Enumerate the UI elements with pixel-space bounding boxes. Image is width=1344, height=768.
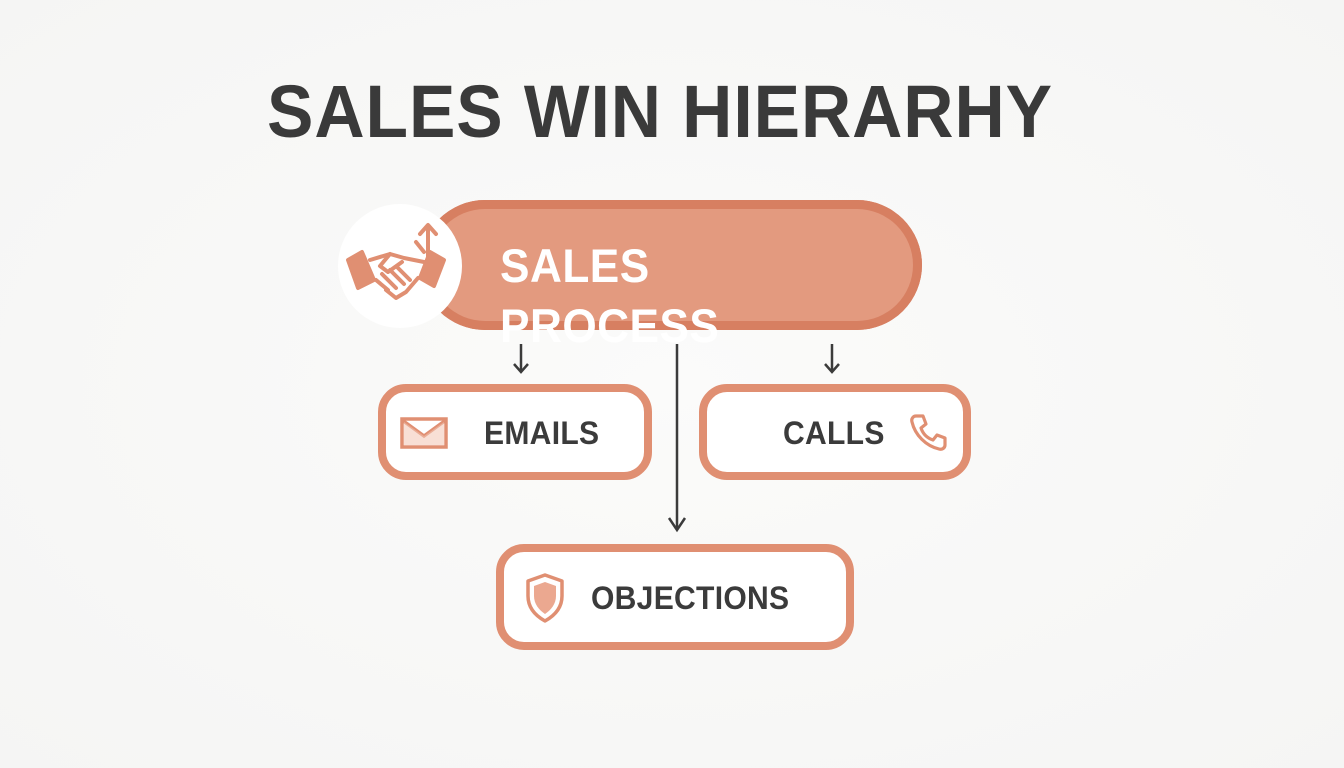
root-node-label: SALES PROCESS [500, 239, 720, 352]
phone-icon [910, 414, 947, 451]
shield-icon [526, 573, 564, 623]
child-label-calls: CALLS [783, 415, 885, 451]
child-label-emails: EMAILS [484, 415, 600, 451]
envelope-icon [400, 417, 448, 449]
child-label-objections: OBJECTIONS [591, 580, 790, 616]
connector-emails [513, 344, 529, 374]
handshake-icon [346, 223, 446, 300]
child-node-emails [378, 384, 652, 480]
connector-objections [667, 344, 687, 533]
root-node-sales-process [420, 200, 922, 330]
connector-calls [824, 344, 840, 374]
child-node-calls [699, 384, 971, 480]
diagram-title: SALES WIN HIERARHY [267, 70, 1053, 153]
root-node-fill [429, 209, 913, 321]
